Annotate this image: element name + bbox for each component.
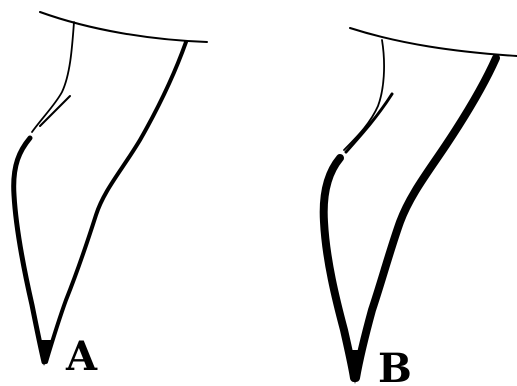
panel-a-right-contour bbox=[44, 40, 188, 364]
panel-a-top-curve bbox=[39, 11, 208, 43]
panel-a-label: A bbox=[65, 333, 98, 380]
panel-a-left-hatch bbox=[39, 95, 71, 127]
panel-b-left-upper-line bbox=[343, 39, 385, 151]
panel-b-right-contour bbox=[352, 54, 500, 382]
panel-a-left-upper-line bbox=[31, 21, 75, 133]
panel-b-top-curve bbox=[349, 27, 517, 57]
panel-b-left-hatch bbox=[344, 92, 394, 154]
panel-a-right-contour-hatch bbox=[137, 49, 183, 143]
panel-a-left-contour bbox=[11, 135, 47, 365]
panel-b-left-contour bbox=[319, 154, 358, 382]
panel-b-tip bbox=[346, 350, 364, 384]
panel-b: B bbox=[319, 27, 517, 386]
panel-b-label: B bbox=[378, 345, 412, 386]
panel-a-tip bbox=[38, 340, 52, 366]
panel-a: A bbox=[11, 11, 208, 380]
